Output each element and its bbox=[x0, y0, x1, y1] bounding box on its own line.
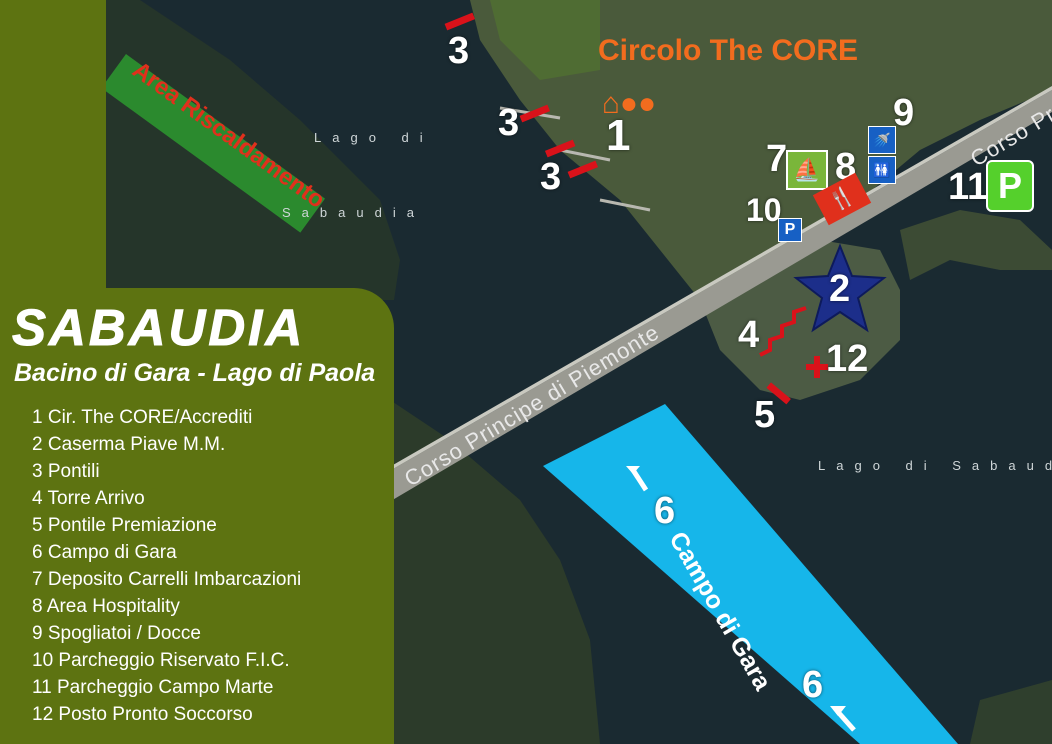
panel-title: SABAUDIA bbox=[12, 299, 306, 356]
marker-1: 1 bbox=[606, 111, 631, 160]
finish-tower-marker bbox=[759, 306, 807, 357]
marker-11: 11 bbox=[948, 166, 989, 208]
dock-marker bbox=[567, 160, 599, 179]
legend-item: 5 Pontile Premiazione bbox=[32, 515, 217, 536]
land-right-shore bbox=[900, 210, 1052, 280]
land-fields bbox=[490, 0, 600, 80]
marker-3: 3 bbox=[498, 102, 520, 144]
legend-item: 1 Cir. The CORE/Accrediti bbox=[32, 407, 253, 428]
legend-list: 1 Cir. The CORE/Accrediti 2 Caserma Piav… bbox=[32, 404, 382, 728]
legend-item: 10 Parcheggio Riservato F.I.C. bbox=[32, 650, 290, 671]
dock-marker bbox=[766, 382, 791, 405]
legend-item: 9 Spogliatoi / Docce bbox=[32, 623, 201, 644]
marker-2: 2 bbox=[829, 268, 851, 310]
marker-12: 12 bbox=[826, 338, 869, 380]
legend-item: 7 Deposito Carrelli Imbarcazioni bbox=[32, 569, 302, 590]
parking-icon: P bbox=[778, 218, 802, 242]
legend-item: 8 Area Hospitality bbox=[32, 596, 180, 617]
star-icon bbox=[793, 243, 887, 333]
dock-marker bbox=[519, 104, 551, 123]
land-bottom-left bbox=[390, 400, 600, 744]
road-edge bbox=[360, 86, 1052, 488]
legend-item: 6 Campo di Gara bbox=[32, 542, 177, 563]
circolo-label: Circolo The CORE bbox=[598, 34, 859, 67]
dock-marker bbox=[444, 12, 476, 31]
legend-item: 3 Pontili bbox=[32, 461, 100, 482]
parking-icon: P bbox=[986, 160, 1034, 212]
marker-9: 9 bbox=[893, 92, 915, 134]
lake-name-label: Sabaudia bbox=[282, 205, 425, 220]
lake-name-label: Lago di Sabaud bbox=[818, 458, 1052, 473]
legend-item: 4 Torre Arrivo bbox=[32, 488, 145, 509]
lake-name-label: Lago di bbox=[314, 130, 434, 145]
shower-icon: 🚿 bbox=[868, 126, 896, 154]
marker-3: 3 bbox=[540, 156, 562, 198]
clubhouse-icon: ⌂●● bbox=[601, 87, 657, 120]
dock-marker bbox=[544, 139, 576, 158]
marker-6: 6 bbox=[802, 664, 824, 706]
marker-3: 3 bbox=[448, 30, 470, 72]
land-bottom-right bbox=[970, 680, 1052, 744]
road-bridge bbox=[360, 90, 1052, 512]
marker-5: 5 bbox=[754, 394, 776, 436]
marker-6: 6 bbox=[654, 490, 676, 532]
boat-trailer-icon: ⛵ bbox=[786, 150, 828, 190]
legend-item: 11 Parcheggio Campo Marte bbox=[32, 677, 274, 698]
panel-subtitle: Bacino di Gara - Lago di Paola bbox=[14, 359, 376, 387]
arrow-up-left-icon bbox=[830, 706, 846, 716]
legend-item: 12 Posto Pronto Soccorso bbox=[32, 704, 253, 725]
panel-top-strip bbox=[0, 0, 106, 290]
land-top bbox=[470, 0, 1052, 300]
marker-4: 4 bbox=[738, 314, 760, 356]
restroom-icon: 🚻 bbox=[868, 156, 896, 184]
marker-7: 7 bbox=[766, 138, 788, 180]
marker-10: 10 bbox=[746, 192, 782, 228]
legend-panel bbox=[0, 288, 394, 744]
legend-item: 2 Caserma Piave M.M. bbox=[32, 434, 226, 455]
